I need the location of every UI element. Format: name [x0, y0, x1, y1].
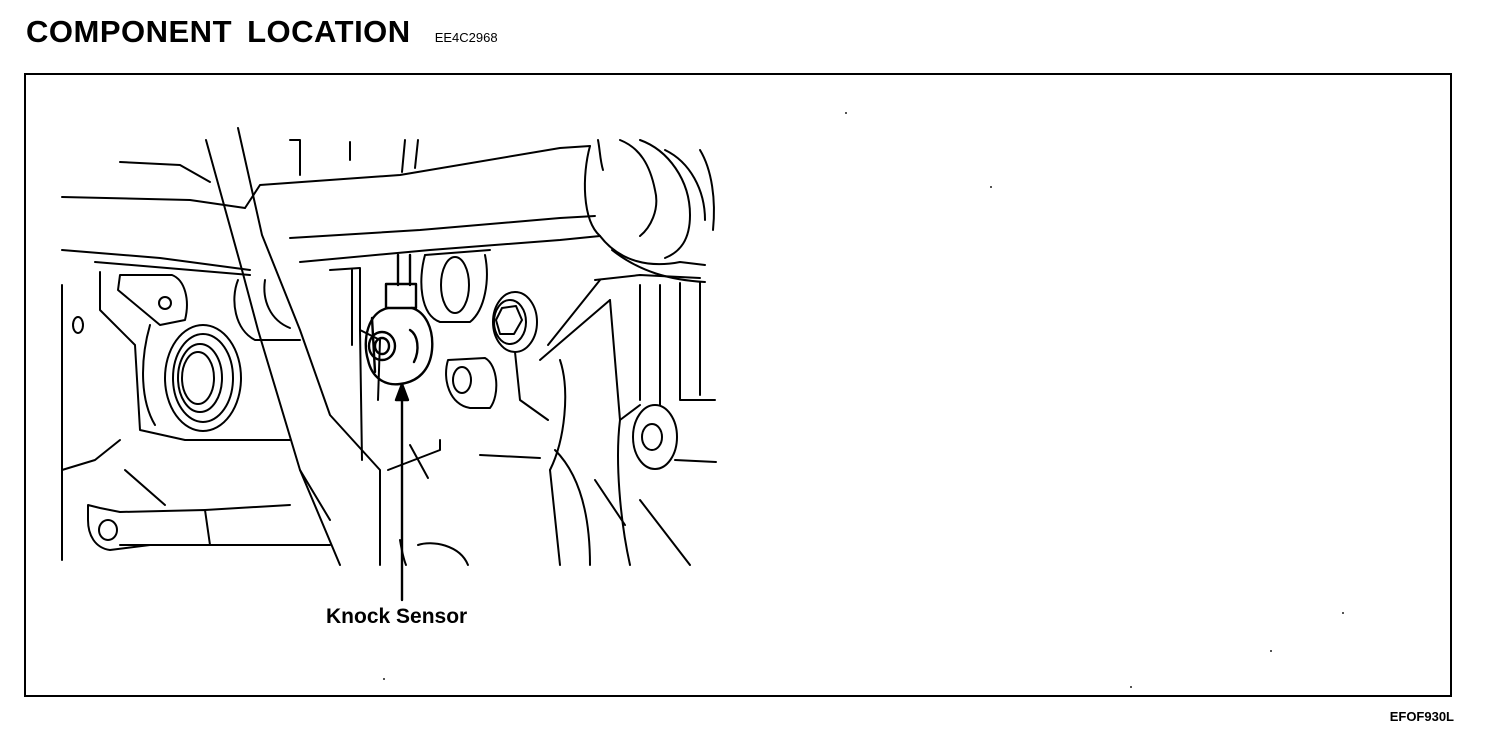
knock-sensor: [364, 253, 434, 386]
center-boss: [420, 249, 491, 323]
scan-speck: [1130, 686, 1132, 688]
diagonal-tube: [205, 127, 381, 566]
oil-seal: [164, 324, 242, 432]
scan-speck: [1270, 650, 1272, 652]
right-block: [539, 279, 717, 566]
lower-flange: [61, 439, 331, 551]
left-bracket: [61, 271, 291, 561]
scan-speck: [845, 112, 847, 114]
figure-code: EFOF930L: [1389, 709, 1454, 724]
figure-frame: [24, 73, 1452, 697]
page-header: COMPONENT LOCATION EE4C2968: [26, 14, 498, 50]
page-title: COMPONENT LOCATION: [26, 14, 411, 49]
block-ribs: [233, 267, 381, 461]
right-housing: [583, 139, 715, 283]
mount-bolt: [492, 291, 549, 421]
lower-boss: [445, 357, 498, 409]
scan-speck: [383, 678, 385, 680]
scan-speck: [990, 186, 992, 188]
knock-sensor-label: Knock Sensor: [326, 605, 468, 628]
manifold-pipe: [61, 139, 601, 276]
scan-speck: [1342, 612, 1344, 614]
callout-arrow: [394, 382, 410, 602]
section-code: EE4C2968: [434, 30, 498, 45]
lower-center: [387, 439, 541, 566]
